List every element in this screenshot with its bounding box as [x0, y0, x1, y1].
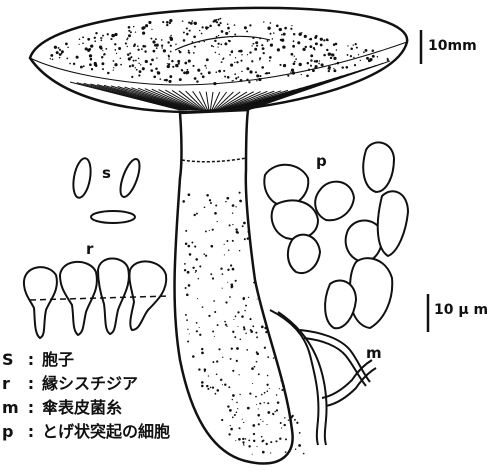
legend-row-spiny-cells: p:とげ状突起の細胞	[2, 418, 170, 442]
cheilocystidia-drawing	[24, 259, 170, 339]
legend-text: 胞子	[42, 350, 74, 369]
legend-key: r	[2, 374, 20, 393]
legend-separator: :	[20, 350, 42, 369]
mushroom-cap	[30, 8, 407, 112]
label-m: m	[366, 344, 382, 362]
legend-row-spores: S:胞子	[2, 346, 170, 370]
legend-separator: :	[20, 422, 42, 441]
legend-text: とげ状突起の細胞	[42, 422, 170, 441]
legend: S:胞子 r:縁シスチジア m:傘表皮菌糸 p:とげ状突起の細胞	[2, 346, 170, 442]
legend-key: S	[2, 350, 20, 369]
legend-key: p	[2, 422, 20, 441]
legend-row-cheilocystidia: r:縁シスチジア	[2, 370, 170, 394]
scale-label-top: 10mm	[428, 38, 477, 54]
legend-text: 傘表皮菌糸	[42, 398, 122, 417]
legend-text: 縁シスチジア	[42, 374, 138, 393]
scale-label-right: 10 μ m	[434, 302, 488, 318]
label-s: s	[102, 164, 111, 182]
legend-key: m	[2, 398, 20, 417]
label-p: p	[316, 152, 327, 170]
legend-separator: :	[20, 374, 42, 393]
legend-row-cuticle-hyphae: m:傘表皮菌糸	[2, 394, 170, 418]
legend-separator: :	[20, 398, 42, 417]
label-r: r	[86, 240, 93, 258]
spiny-cells-drawing	[264, 142, 408, 328]
mushroom-stem	[175, 110, 305, 463]
